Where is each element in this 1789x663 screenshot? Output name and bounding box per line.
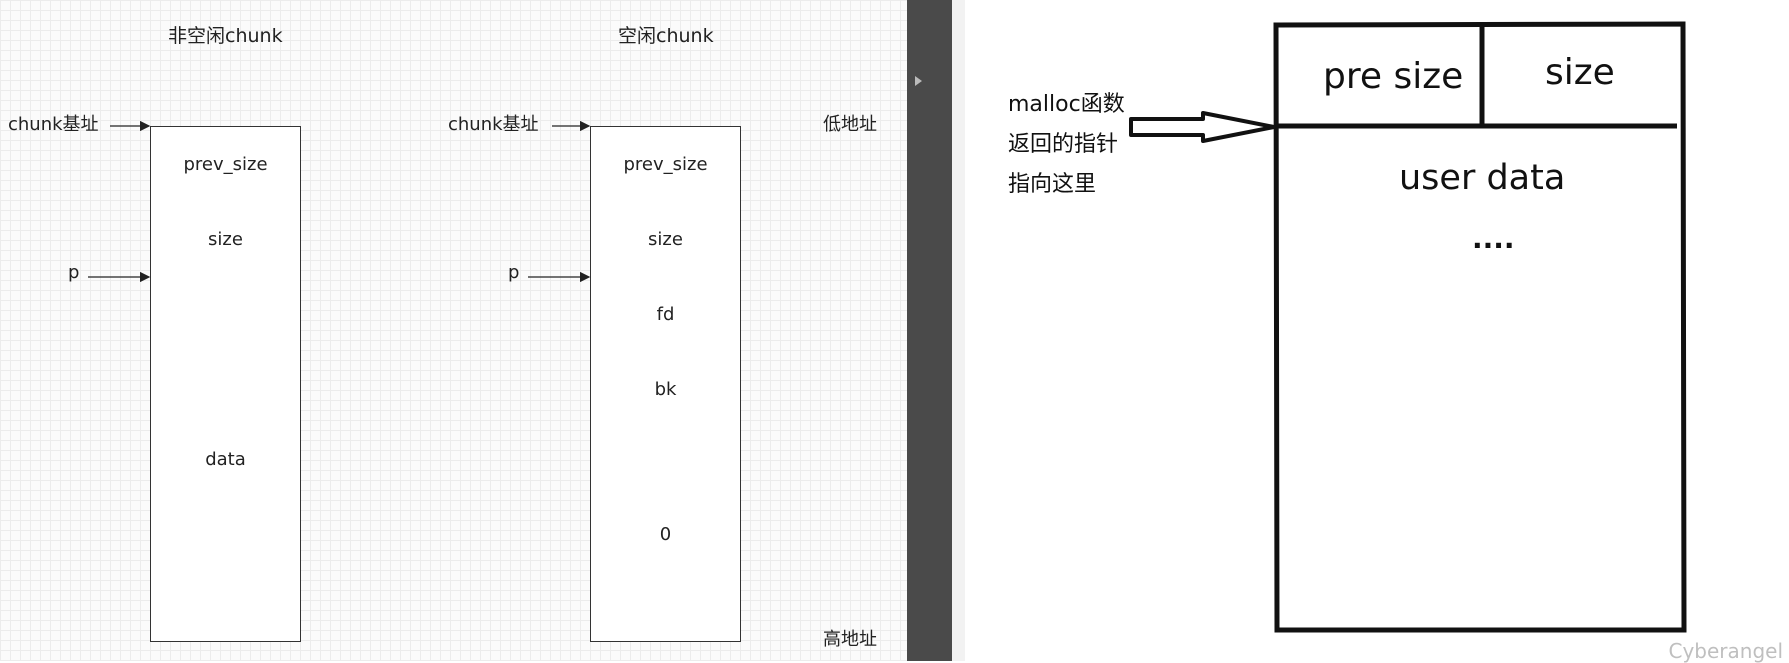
- chunk-field-fd: fd: [590, 277, 741, 353]
- collapse-arrow-icon[interactable]: [915, 76, 922, 86]
- chunk-field-data: data: [150, 277, 301, 642]
- hollow-pointer-arrow: [1129, 111, 1276, 143]
- high-address-label: 高地址: [823, 629, 877, 650]
- chunk-field-zero: 0: [590, 427, 741, 642]
- ellipsis-label: ....: [1472, 222, 1515, 255]
- p-pointer-label: p: [508, 262, 520, 283]
- malloc-note-line-3: 指向这里: [1008, 172, 1097, 197]
- chunk-base-label: chunk基址: [8, 114, 99, 135]
- malloc-note-line-1: malloc函数: [1008, 92, 1125, 117]
- chunk-field-size: size: [590, 202, 741, 278]
- size-field-label: size: [1545, 52, 1615, 93]
- user-data-label: user data: [1399, 158, 1566, 198]
- malloc-note-line-2: 返回的指针: [1008, 132, 1119, 157]
- background-document-edge: [952, 0, 965, 661]
- hand-drawn-lines: [1129, 21, 1687, 633]
- hand-drawn-chunk-diagram: pre size size user data .... malloc函数 返回…: [965, 0, 1789, 661]
- pointer-arrows: [88, 120, 591, 283]
- chunk-field-bk: bk: [590, 352, 741, 428]
- allocated-chunk-title: 非空闲chunk: [168, 25, 283, 47]
- chunk-base-label: chunk基址: [448, 114, 539, 135]
- free-chunk-title: 空闲chunk: [618, 25, 714, 47]
- pre-size-field-label: pre size: [1323, 56, 1464, 97]
- outer-box: [1273, 21, 1687, 633]
- chunk-field-prev-size: prev_size: [590, 126, 741, 203]
- watermark-text: Cyberangel: [1668, 639, 1783, 663]
- chunk-field-prev-size: prev_size: [150, 126, 301, 203]
- p-pointer-label: p: [68, 262, 80, 283]
- grid-canvas: 非空闲chunk 空闲chunk chunk基址 p chunk基址 p 低地址…: [0, 0, 907, 661]
- low-address-label: 低地址: [823, 114, 877, 135]
